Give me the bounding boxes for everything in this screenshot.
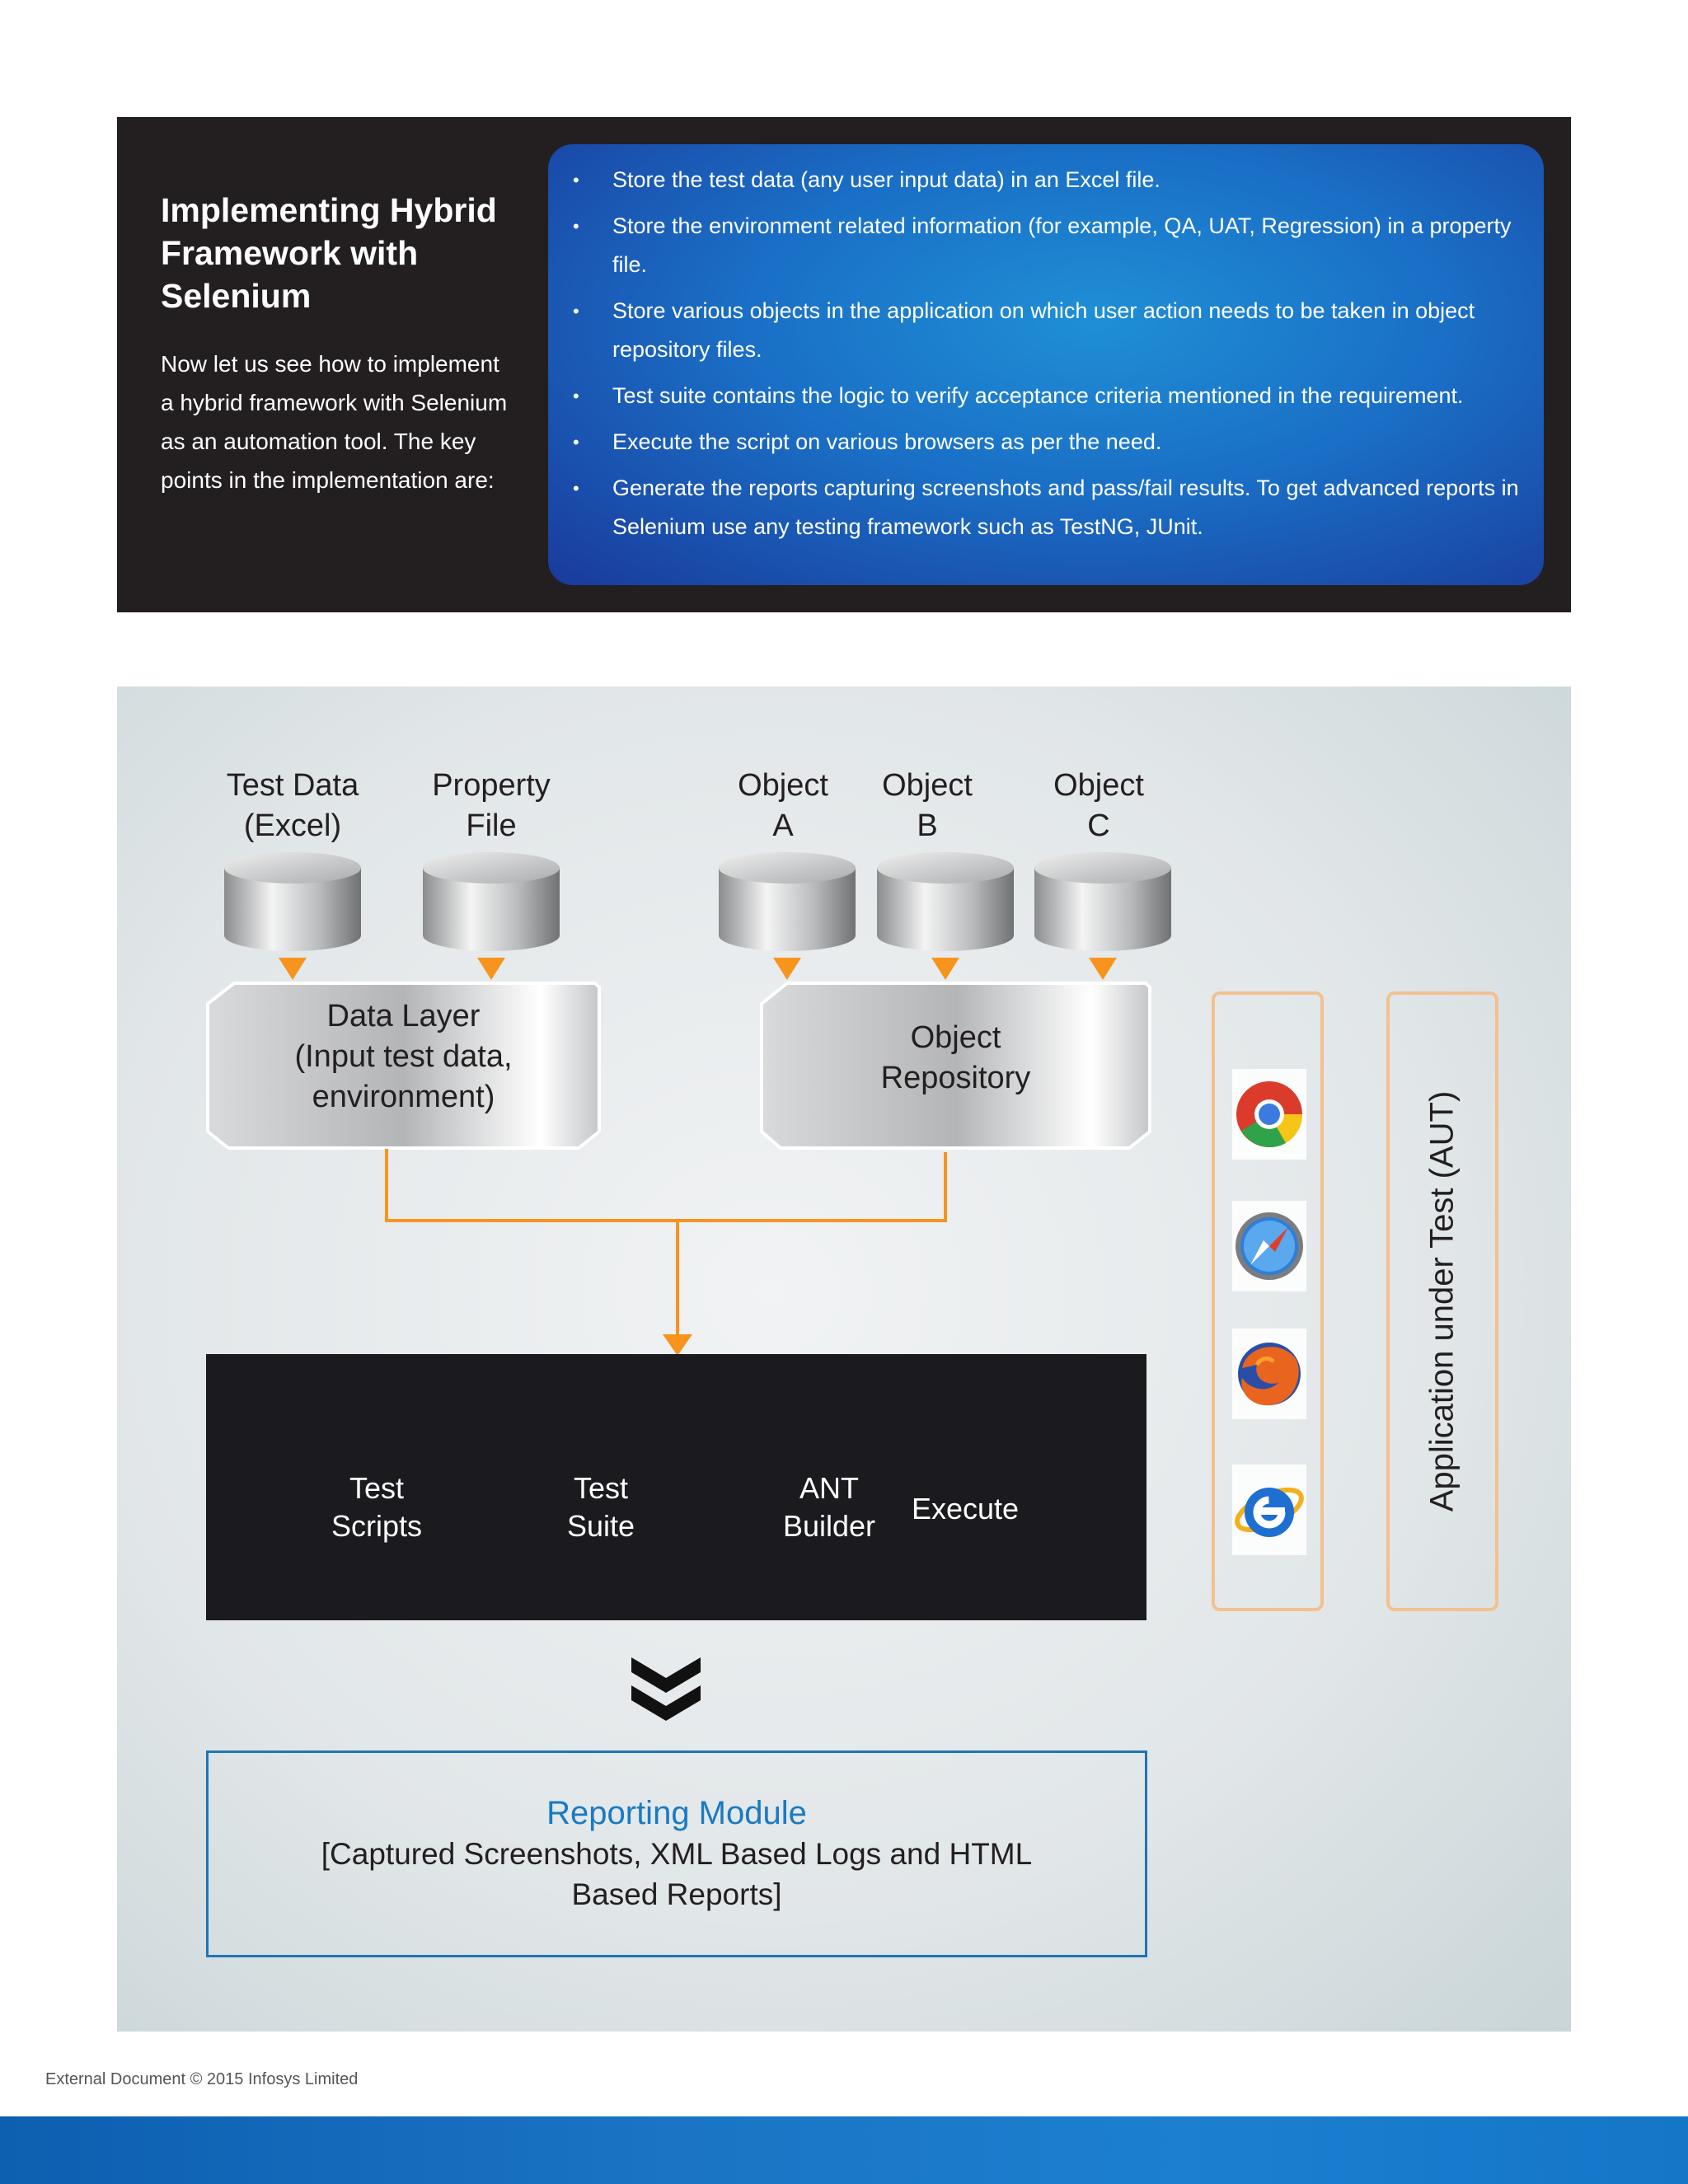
- intro-title: Implementing Hybrid Framework with Selen…: [161, 191, 497, 315]
- aut-label: Application under Test (AUT): [1423, 1090, 1461, 1512]
- key-point: Test suite contains the logic to verify …: [573, 377, 1527, 415]
- internet-explorer-icon: [1232, 1465, 1306, 1555]
- test-data-cylinder: [224, 852, 361, 980]
- merge-connector: [385, 1149, 947, 1338]
- aut-column: Application under Test (AUT): [1386, 991, 1498, 1611]
- property-file-label: Property File: [432, 768, 551, 843]
- object-c-label: Object C: [1053, 768, 1144, 843]
- execute-label: Execute: [912, 1492, 1020, 1526]
- object-b-cylinder: [877, 852, 1014, 980]
- down-arrow: [663, 1334, 692, 1356]
- key-point: Store the environment related informatio…: [573, 207, 1527, 284]
- test-scripts-label: Test Scripts: [331, 1471, 423, 1543]
- property-file-cylinder: [423, 852, 560, 980]
- chrome-icon: [1232, 1069, 1306, 1160]
- reporting-module-title: Reporting Module: [546, 1795, 807, 1831]
- object-repository-label: Object Repository: [880, 1020, 1031, 1095]
- key-point: Store the test data (any user input data…: [573, 161, 1527, 199]
- intro-text: Now let us see how to implement a hybrid…: [161, 351, 508, 493]
- object-a-cylinder: [719, 852, 856, 980]
- framework-diagram: Test Data (Excel) Property File Object A…: [117, 687, 1571, 2032]
- double-chevron-down-icon: [631, 1657, 701, 1721]
- key-point: Store various objects in the application…: [573, 292, 1527, 369]
- browsers-column: [1212, 991, 1324, 1611]
- intro-panel: Implementing Hybrid Framework with Selen…: [117, 117, 1571, 612]
- ant-builder-label: ANT Builder: [782, 1471, 876, 1543]
- safari-icon: [1232, 1201, 1306, 1291]
- object-a-label: Object A: [738, 768, 828, 843]
- object-c-cylinder: [1034, 852, 1171, 980]
- data-layer-box: [206, 982, 601, 1150]
- footer-bar: [0, 2116, 1688, 2184]
- firefox-icon: [1232, 1329, 1306, 1419]
- reporting-module-description: [Captured Screenshots, XML Based Logs an…: [321, 1837, 1033, 1911]
- test-suite-label: Test Suite: [566, 1471, 635, 1543]
- data-layer-label: Data Layer (Input test data, environment…: [294, 999, 513, 1114]
- object-repository-box: [760, 982, 1151, 1150]
- key-point: Generate the reports capturing screensho…: [573, 469, 1527, 546]
- key-point: Execute the script on various browsers a…: [573, 423, 1527, 462]
- object-b-label: Object B: [882, 768, 973, 843]
- key-points-list: Store the test data (any user input data…: [573, 161, 1527, 554]
- key-points-box: Store the test data (any user input data…: [548, 144, 1544, 585]
- reporting-module-box: Reporting Module [Captured Screenshots, …: [206, 1750, 1147, 1957]
- copyright-note: External Document © 2015 Infosys Limited: [45, 2070, 359, 2088]
- execution-panel: [206, 1354, 1146, 1620]
- test-data-label: Test Data (Excel): [226, 768, 359, 843]
